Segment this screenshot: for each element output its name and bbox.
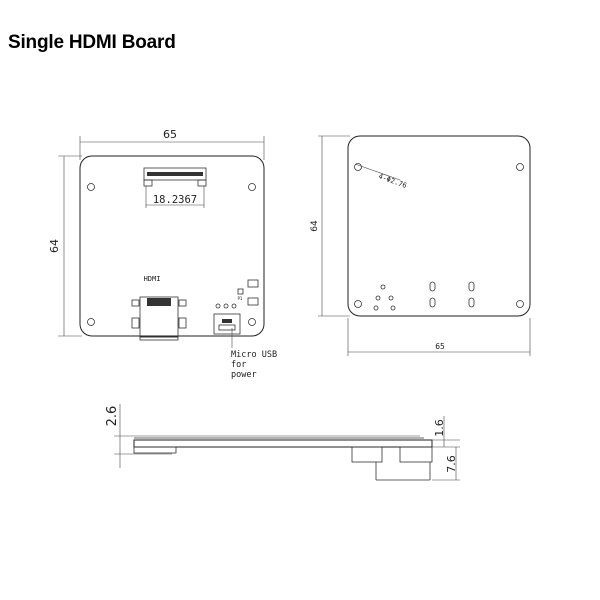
back-width-label: 65 xyxy=(435,342,445,351)
front-view: 65 64 18.2367 HDMI xyxy=(48,128,277,380)
back-hole-bl xyxy=(354,300,362,308)
front-board-outline xyxy=(79,155,265,337)
side-thickness-label: 2.6 xyxy=(105,406,120,427)
smd-component-2 xyxy=(247,297,259,306)
side-view: 2.6 1.6 7.6 xyxy=(105,404,460,481)
hdmi-connector-pins xyxy=(147,298,171,306)
side-component-1 xyxy=(351,446,383,463)
micro-usb-port xyxy=(222,319,232,323)
back-view: 64 4-Φ2.76 65 xyxy=(310,135,531,356)
hdmi-tab-right-lower xyxy=(178,317,187,329)
small-hole-3 xyxy=(388,295,394,301)
usb-callout-line1: Micro USB xyxy=(231,350,277,360)
fpc-connector xyxy=(143,167,207,181)
small-hole-4 xyxy=(373,305,379,311)
pad-1 xyxy=(215,303,221,309)
p1-label: P1 xyxy=(238,296,243,301)
pad-3 xyxy=(231,303,237,309)
side-component-2 xyxy=(399,446,433,463)
slot-2-bottom xyxy=(468,297,475,308)
hdmi-tab-left xyxy=(131,299,140,307)
hole-callout-label: 4-Φ2.76 xyxy=(377,172,407,190)
fpc-latch-left xyxy=(143,179,153,187)
slot-1-top xyxy=(429,281,436,292)
front-hole-bl xyxy=(87,318,95,326)
front-hole-tl xyxy=(87,183,95,191)
back-hole-tl xyxy=(354,163,362,171)
side-pcb xyxy=(133,439,433,448)
fpc-latch-right xyxy=(197,179,207,187)
usb-callout-line3: power xyxy=(231,370,257,380)
hdmi-tab-left-lower xyxy=(131,317,140,329)
pad-2 xyxy=(223,303,229,309)
smd-component-1 xyxy=(247,279,259,288)
front-height-label: 64 xyxy=(48,239,61,253)
hdmi-connector-lip xyxy=(139,336,179,341)
back-height-label: 64 xyxy=(310,220,320,232)
front-width-label: 65 xyxy=(163,128,177,141)
page-title: Single HDMI Board xyxy=(8,32,176,53)
hdmi-label: HDMI xyxy=(144,275,161,283)
fpc-connector-contacts xyxy=(147,172,203,176)
side-pcb-label: 1.6 xyxy=(433,419,446,437)
back-hole-br xyxy=(516,300,524,308)
back-hole-tr xyxy=(516,163,524,171)
side-connector-left xyxy=(133,446,177,454)
micro-usb-connector xyxy=(213,313,241,335)
small-hole-1 xyxy=(380,284,386,290)
fpc-dim-label: 18.2367 xyxy=(153,194,197,206)
hole-callout-leader xyxy=(354,163,401,181)
hdmi-tab-right xyxy=(178,299,187,307)
p1-pad xyxy=(237,288,244,295)
side-component-label: 7.6 xyxy=(445,455,458,473)
front-hole-tr xyxy=(248,183,256,191)
micro-usb-inner xyxy=(218,324,236,331)
front-hole-br xyxy=(248,318,256,326)
small-hole-2 xyxy=(375,295,381,301)
slot-2-top xyxy=(468,281,475,292)
slot-1-bottom xyxy=(429,297,436,308)
small-hole-5 xyxy=(390,305,396,311)
back-board-outline xyxy=(347,135,531,317)
usb-callout-line2: for xyxy=(231,360,246,370)
